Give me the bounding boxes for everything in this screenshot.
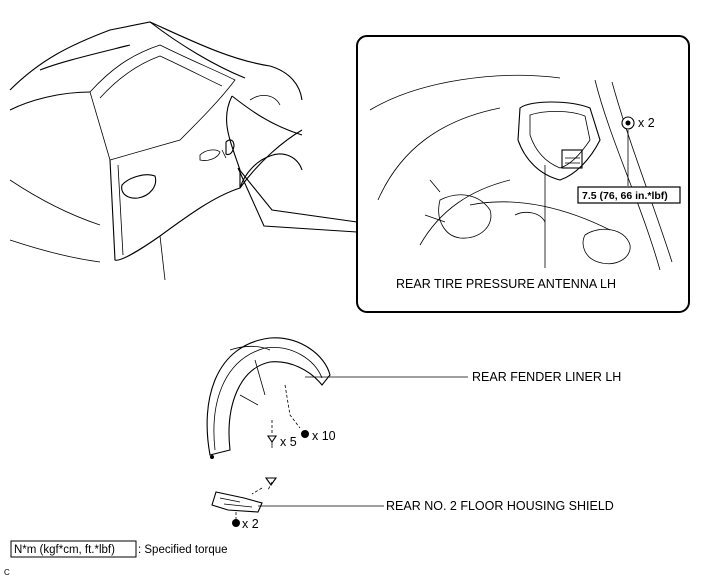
legend-unit-text: N*m (kgf*cm, ft.*lbf): [14, 544, 115, 556]
liner-clip-qty: x 10: [312, 429, 336, 443]
legend-description: : Specified torque: [138, 544, 228, 556]
liner-screw-icon: [266, 435, 278, 448]
detail-box: [356, 35, 690, 313]
antenna-nut-qty: x 2: [638, 116, 655, 130]
legend-unit-box: [10, 540, 137, 558]
shield-clip-icon: [232, 519, 240, 527]
fender-liner-illustration: [206, 337, 331, 459]
floor-shield-illustration: [211, 477, 278, 520]
shield-clip-qty: x 2: [242, 517, 259, 531]
figure-code: C: [4, 568, 10, 577]
antenna-label: REAR TIRE PRESSURE ANTENNA LH: [396, 277, 616, 291]
torque-value: 7.5 (76, 66 in.*lbf): [582, 190, 668, 202]
floor-shield-label: REAR NO. 2 FLOOR HOUSING SHIELD: [386, 499, 614, 513]
callout-pointer: [237, 167, 358, 233]
vehicle-illustration: [9, 21, 303, 281]
liner-screw-qty: x 5: [280, 435, 297, 449]
torque-box: [577, 186, 681, 204]
liner-clip-icon: [301, 430, 309, 438]
fender-liner-label: REAR FENDER LINER LH: [472, 370, 621, 384]
